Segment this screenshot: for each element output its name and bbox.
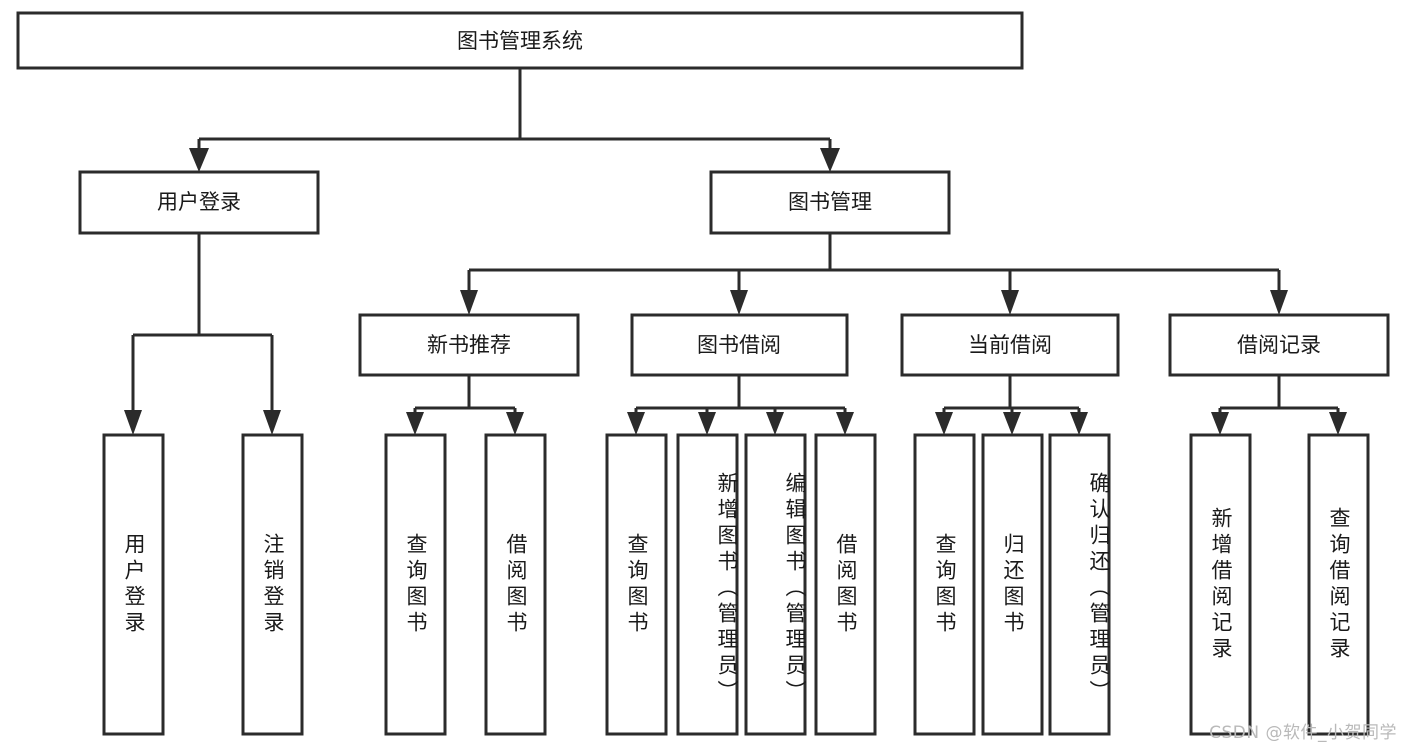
connector-group-borrow-records-children (1211, 375, 1347, 435)
node-borrow-records-box[interactable] (1168, 313, 1390, 377)
leaf-box-query-book-borrow[interactable] (605, 433, 668, 736)
leaf-box-logout-login[interactable] (241, 433, 304, 736)
node-book-borrow-label: 图书借阅 (697, 333, 781, 357)
node-user-login-label: 用户登录 (157, 190, 241, 214)
arrowhead-leaf-query-borrow-record (1329, 412, 1347, 435)
arrowhead-leaf-confirm-return-admin (1070, 412, 1088, 435)
leaf-box-user-login[interactable] (102, 433, 165, 736)
arrowhead-leaf-add-borrow-record (1211, 412, 1229, 435)
node-user-login[interactable]: 用户登录 (78, 170, 320, 235)
leaf-box-add-book-admin[interactable] (676, 433, 739, 736)
leaf-box-query-book-current[interactable] (913, 433, 976, 736)
connector-group-book-management-children (460, 233, 1288, 315)
node-new-book-recommend-box[interactable] (358, 313, 580, 377)
node-new-book-recommend[interactable]: 新书推荐 (358, 313, 580, 377)
arrowhead-book-borrow (730, 290, 748, 315)
leaf-box-query-borrow-record[interactable] (1307, 433, 1370, 736)
node-book-management-box[interactable] (709, 170, 951, 235)
arrowhead-leaf-query-book-current (935, 412, 953, 435)
node-root[interactable]: 图书管理系统 (16, 11, 1024, 70)
leaf-box-edit-book-admin[interactable] (744, 433, 807, 736)
arrowhead-leaf-query-book-borrow (627, 412, 645, 435)
node-root-label: 图书管理系统 (457, 29, 583, 53)
arrowhead-new-book-recommend (460, 290, 478, 315)
leaf-box-confirm-return-admin[interactable] (1048, 433, 1111, 736)
connector-group-book-borrow-children (627, 375, 854, 435)
arrowhead-leaf-user-login (124, 410, 142, 435)
connector-group-current-borrow-children (935, 375, 1088, 435)
connector-group-user-login-children (124, 233, 281, 435)
arrowhead-user-login (189, 148, 209, 172)
node-book-management-label: 图书管理 (788, 190, 872, 214)
leaf-box-query-book-recommend[interactable] (384, 433, 447, 736)
leaf-box-borrow-book-recommend[interactable] (484, 433, 547, 736)
arrowhead-leaf-query-book-recommend (406, 412, 424, 435)
csdn-watermark: CSDN @软件_小贺同学 (1209, 723, 1397, 743)
arrowhead-leaf-logout-login (263, 410, 281, 435)
node-current-borrow-label: 当前借阅 (968, 333, 1052, 357)
node-user-login-box[interactable] (78, 170, 320, 235)
node-current-borrow[interactable]: 当前借阅 (900, 313, 1120, 377)
arrowhead-leaf-return-book (1003, 412, 1021, 435)
arrowhead-leaf-add-book-admin (698, 412, 716, 435)
node-book-borrow-box[interactable] (630, 313, 849, 377)
node-borrow-records-label: 借阅记录 (1237, 333, 1321, 357)
arrowhead-leaf-borrow-book-recommend (506, 412, 524, 435)
arrowhead-leaf-borrow-book (836, 412, 854, 435)
arrowhead-leaf-edit-book-admin (766, 412, 784, 435)
node-root-box[interactable] (16, 11, 1024, 70)
leaf-box-return-book[interactable] (981, 433, 1044, 736)
node-new-book-recommend-label: 新书推荐 (427, 333, 511, 357)
leaf-boxes (102, 433, 1370, 736)
node-current-borrow-box[interactable] (900, 313, 1120, 377)
arrowhead-borrow-records (1270, 290, 1288, 315)
leaf-box-add-borrow-record[interactable] (1189, 433, 1252, 736)
node-book-borrow[interactable]: 图书借阅 (630, 313, 849, 377)
leaf-box-borrow-book[interactable] (814, 433, 877, 736)
arrowhead-current-borrow (1001, 290, 1019, 315)
connector-group-root-to-level2 (189, 68, 840, 172)
connector-group-new-book-recommend-children (406, 375, 524, 435)
node-book-management[interactable]: 图书管理 (709, 170, 951, 235)
arrowhead-book-management (820, 148, 840, 172)
node-borrow-records[interactable]: 借阅记录 (1168, 313, 1390, 377)
